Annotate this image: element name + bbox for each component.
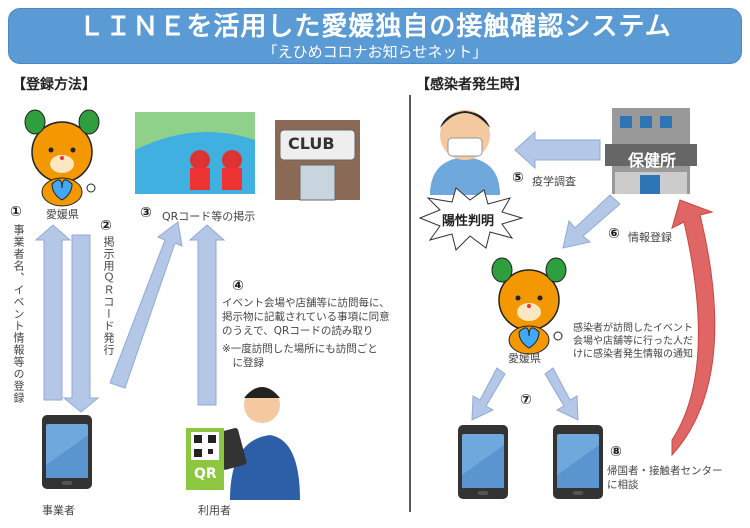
- ehime-label-right: 愛媛県: [508, 352, 541, 365]
- ehime-label-left: 愛媛県: [46, 208, 79, 221]
- positive-label: 陽性判明: [442, 214, 495, 229]
- step8-num: ⑧: [610, 444, 622, 460]
- club-image: [275, 120, 360, 201]
- red-curved-arrow: [671, 199, 716, 457]
- step4-line: のうえで、QRコードの読み取り: [222, 325, 374, 337]
- step6-text: 情報登録: [628, 231, 672, 244]
- step1-num: ①: [10, 204, 22, 220]
- step8-text: 帰国者・接触者センター に相談: [607, 464, 723, 492]
- step7-num: ⑦: [520, 392, 532, 408]
- page-title: ＬＩＮＥを活用した愛媛独自の接触確認システム: [78, 12, 672, 42]
- notify-line: けに感染者発生情報の通知: [573, 349, 693, 360]
- step4-text: イベント会場や店舗等に訪問毎に、 掲示物に記載されている事項に同意 のうえで、Q…: [222, 296, 390, 370]
- step6-num: ⑥: [608, 226, 620, 242]
- notify-line: 感染者が訪問したイベント: [573, 323, 693, 334]
- business-label: 事業者: [42, 504, 75, 517]
- step4-line: イベント会場や店舗等に訪問毎に、: [222, 297, 390, 309]
- step2-text: 掲示用ＱＲコード発行: [102, 236, 115, 356]
- user-image: [213, 387, 300, 500]
- step8-line: 帰国者・接触者センター: [607, 465, 723, 477]
- arrow-left-5: [514, 130, 601, 170]
- page-subtitle: 「えひめコロナお知らせネット」: [262, 43, 488, 61]
- arrow-diag-3: [109, 221, 183, 389]
- qr-label: QR: [194, 466, 217, 482]
- step3-text: QRコード等の掲示: [162, 210, 256, 223]
- step4-note: に登録: [222, 357, 264, 369]
- arrow-down-2: [62, 234, 100, 413]
- user-label: 利用者: [198, 504, 231, 517]
- stadium-image: [135, 112, 255, 194]
- step1-text: 事業者名、イベント情報等の登録: [12, 224, 25, 404]
- arrow-up-4: [188, 224, 226, 406]
- health-center-label: 保健所: [628, 151, 677, 170]
- header-banner: ＬＩＮＥを活用した愛媛独自の接触確認システム 「えひめコロナお知らせネット」: [8, 8, 742, 64]
- health-center-image: [605, 108, 697, 194]
- section-registration: 【登録方法】: [12, 77, 96, 93]
- burst-shape: [418, 187, 524, 251]
- arrow-diag-6: [562, 194, 621, 249]
- arrow-down-right-7: [544, 367, 579, 421]
- notify-text: 感染者が訪問したイベント 会場や店舗等に行った人だ けに感染者発生情報の通知: [573, 322, 693, 361]
- arrow-up-1: [34, 224, 72, 401]
- section-infection: 【感染者発生時】: [416, 77, 528, 93]
- step2-num: ②: [100, 218, 112, 234]
- step4-note: ※一度訪問した場所にも訪問ごと: [222, 343, 378, 355]
- step5-text: 疫学調査: [532, 175, 576, 188]
- step5-num: ⑤: [512, 170, 524, 186]
- notify-line: 会場や店舗等に行った人だ: [573, 336, 693, 347]
- club-sign: CLUB: [288, 134, 335, 153]
- step8-line: に相談: [607, 479, 639, 491]
- step4-num: ④: [232, 278, 244, 294]
- qr-poster: [186, 428, 224, 490]
- patient-image: [430, 110, 500, 195]
- arrow-down-left-7: [471, 367, 506, 421]
- step4-line: 掲示物に記載されている事項に同意: [222, 311, 390, 323]
- step3-num: ③: [140, 205, 152, 221]
